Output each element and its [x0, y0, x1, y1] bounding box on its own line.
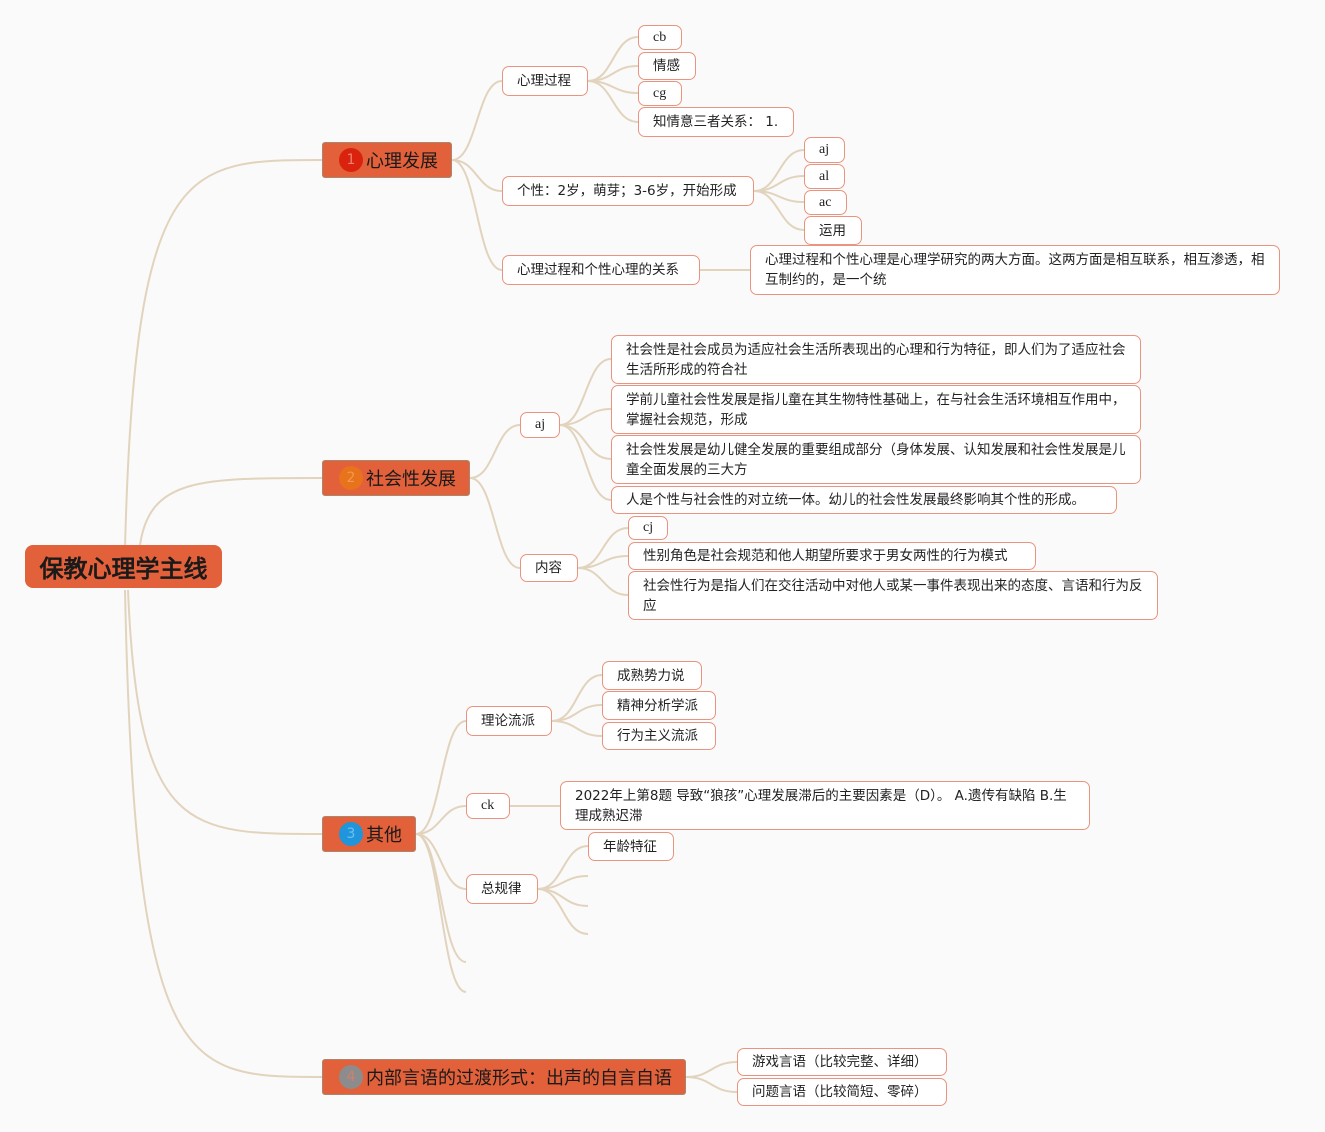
- node-emotion[interactable]: 情感: [638, 52, 696, 80]
- node-social-def[interactable]: 社会性是社会成员为适应社会生活所表现出的心理和行为特征，即人们为了适应社会生活所…: [611, 335, 1141, 384]
- node-three-relation[interactable]: 知情意三者关系： 1.: [638, 107, 794, 137]
- connector-line: [587, 80, 639, 123]
- connector-line: [124, 589, 323, 1078]
- node-game-speech[interactable]: 游戏言语（比较完整、详细）: [737, 1048, 947, 1076]
- connector-line: [685, 1076, 738, 1093]
- connector-line: [415, 833, 467, 963]
- node-mental-process[interactable]: 心理过程: [502, 66, 588, 96]
- connector-line: [415, 805, 467, 835]
- connector-line: [469, 424, 521, 479]
- topic-label: 内部言语的过渡形式：出声的自言自语: [366, 1068, 672, 1089]
- connector-line: [139, 477, 323, 546]
- priority-4-icon: 4: [339, 1065, 363, 1089]
- priority-1-icon: 1: [339, 148, 363, 172]
- priority-3-icon: 3: [339, 822, 363, 846]
- node-aj[interactable]: aj: [804, 137, 845, 163]
- connector-line: [685, 1061, 738, 1078]
- topic-other[interactable]: 3 其他: [322, 816, 416, 852]
- topic-label: 社会性发展: [366, 469, 456, 490]
- node-maturation[interactable]: 成熟势力说: [602, 661, 702, 690]
- topic-social-development[interactable]: 2 社会性发展: [322, 460, 470, 496]
- connector-line: [451, 80, 503, 161]
- connector-line: [551, 720, 603, 737]
- connector-line: [753, 190, 805, 231]
- connector-line: [127, 589, 323, 835]
- topic-inner-speech[interactable]: 4 内部言语的过渡形式：出声的自言自语: [322, 1059, 686, 1095]
- node-unity[interactable]: 人是个性与社会性的对立统一体。幼儿的社会性发展最终影响其个性的形成。: [611, 486, 1117, 514]
- node-age-feature[interactable]: 年龄特征: [588, 832, 674, 861]
- connector-line: [415, 833, 467, 890]
- node-apply[interactable]: 运用: [804, 216, 862, 245]
- root-topic[interactable]: 保教心理学主线: [25, 545, 222, 588]
- node-content[interactable]: 内容: [520, 554, 578, 582]
- node-behaviorism[interactable]: 行为主义流派: [602, 722, 716, 750]
- node-al[interactable]: al: [804, 164, 845, 189]
- connector-line: [559, 424, 612, 460]
- connector-line: [451, 159, 503, 271]
- connector-line: [124, 159, 323, 549]
- connector-line: [537, 888, 589, 935]
- connector-line: [415, 720, 467, 835]
- connector-line: [451, 159, 503, 192]
- connector-line: [577, 567, 629, 596]
- node-exam-question[interactable]: 2022年上第8题 导致“狼孩”心理发展滞后的主要因素是（D）。 A.遗传有缺陷…: [560, 781, 1090, 830]
- node-social-behavior[interactable]: 社会性行为是指人们在交往活动中对他人或某一事件表现出来的态度、言语和行为反应: [628, 571, 1158, 620]
- connector-line: [559, 408, 612, 426]
- node-social-importance[interactable]: 社会性发展是幼儿健全发展的重要组成部分（身体发展、认知发展和社会性发展是儿童全面…: [611, 435, 1141, 484]
- node-question-speech[interactable]: 问题言语（比较简短、零碎）: [737, 1078, 947, 1106]
- node-aj[interactable]: aj: [520, 412, 560, 438]
- node-personality[interactable]: 个性：2岁，萌芽；3-6岁，开始形成: [502, 176, 754, 206]
- node-preschool-social[interactable]: 学前儿童社会性发展是指儿童在其生物特性基础上，在与社会生活环境相互作用中，掌握社…: [611, 385, 1141, 434]
- topic-psychological-development[interactable]: 1 心理发展: [322, 142, 452, 178]
- node-cb[interactable]: cb: [638, 25, 682, 50]
- topic-label: 心理发展: [366, 151, 438, 172]
- node-cg[interactable]: cg: [638, 81, 682, 106]
- node-general-law[interactable]: 总规律: [466, 874, 538, 904]
- node-ck[interactable]: ck: [466, 793, 510, 819]
- connector-line: [469, 477, 521, 569]
- node-cj[interactable]: cj: [628, 516, 668, 540]
- connector-line: [753, 149, 805, 192]
- node-psychoanalysis[interactable]: 精神分析学派: [602, 691, 716, 720]
- node-theory[interactable]: 理论流派: [466, 706, 552, 736]
- node-ac[interactable]: ac: [804, 190, 847, 215]
- priority-2-icon: 2: [339, 466, 363, 490]
- node-relation[interactable]: 心理过程和个性心理的关系: [502, 255, 700, 285]
- connector-line: [559, 358, 612, 426]
- topic-label: 其他: [366, 825, 402, 846]
- connector-line: [415, 833, 467, 993]
- node-gender-role[interactable]: 性别角色是社会规范和他人期望所要求于男女两性的行为模式: [628, 542, 1036, 570]
- node-relation-detail[interactable]: 心理过程和个性心理是心理学研究的两大方面。这两方面是相互联系，相互渗透，相互制约…: [750, 245, 1280, 295]
- connector-line: [559, 424, 612, 501]
